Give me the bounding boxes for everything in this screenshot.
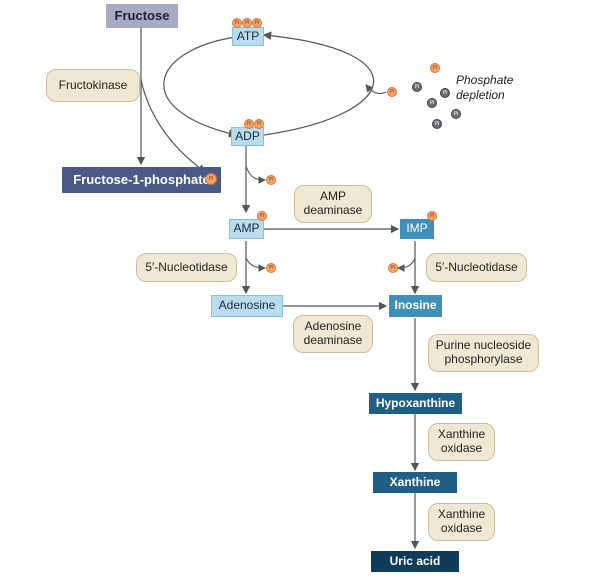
- enzyme-fructokinase: Fructokinase: [46, 69, 140, 102]
- node-fructose-1-phosphate: Fructose-1-phosphate: [62, 167, 221, 193]
- node-uric-acid: Uric acid: [371, 551, 459, 572]
- node-adp: ADP: [231, 127, 264, 146]
- enzyme-xanthine-oxidase-1: Xanthine oxidase: [428, 423, 495, 461]
- phosphate-depleted-icon: Pi: [412, 82, 422, 92]
- phosphate-icon: Pi: [244, 119, 254, 129]
- phosphate-icon: Pi: [205, 173, 217, 185]
- phosphate-icon: Pi: [266, 263, 276, 273]
- phosphate-icon: Pi: [254, 119, 264, 129]
- node-imp: IMP: [400, 219, 434, 239]
- phosphate-icon: Pi: [266, 175, 276, 185]
- enzyme-adenosine-deaminase: Adenosine deaminase: [293, 315, 373, 353]
- phosphate-icon: Pi: [257, 211, 267, 221]
- phosphate-depleted-icon: Pi: [427, 98, 437, 108]
- enzyme-amp-deaminase: AMP deaminase: [294, 185, 372, 223]
- phosphate-icon: Pi: [232, 18, 242, 28]
- enzyme-5-nucleotidase-right: 5′-Nucleotidase: [426, 253, 527, 282]
- phosphate-depleted-icon: Pi: [440, 88, 450, 98]
- node-amp: AMP: [229, 219, 264, 239]
- arrow-amp-pi-release: [245, 257, 267, 272]
- cycle-arc-right: [262, 31, 375, 136]
- node-xanthine: Xanthine: [373, 472, 457, 493]
- phosphate-depleted-icon: Pi: [432, 119, 442, 129]
- arrow-phosphate-to-f1p: [140, 79, 206, 173]
- phosphate-icon: Pi: [242, 18, 252, 28]
- phosphate-icon: Pi: [388, 263, 398, 273]
- node-atp: ATP: [232, 27, 264, 46]
- arrow-adp-pi-release: [245, 165, 267, 184]
- arrow-imp-pi-release: [396, 257, 416, 272]
- enzyme-xanthine-oxidase-2: Xanthine oxidase: [428, 503, 495, 541]
- cycle-arc-left: [163, 36, 238, 138]
- phosphate-depletion-label: Phosphate depletion: [456, 73, 514, 102]
- node-inosine: Inosine: [389, 295, 442, 317]
- phosphate-depleted-icon: Pi: [451, 109, 461, 119]
- phosphate-icon: Pi: [430, 63, 440, 73]
- phosphate-icon: Pi: [252, 18, 262, 28]
- node-fructose: Fructose: [106, 4, 178, 28]
- node-hypoxanthine: Hypoxanthine: [369, 393, 462, 414]
- enzyme-5-nucleotidase-left: 5′-Nucleotidase: [136, 253, 237, 282]
- node-adenosine: Adenosine: [211, 295, 283, 317]
- phosphate-icon: Pi: [427, 211, 437, 221]
- phosphate-icon: Pi: [387, 87, 397, 97]
- enzyme-purine-nucleoside-phosphorylase: Purine nucleoside phosphorylase: [428, 334, 539, 372]
- arrow-pi-to-cycle: [365, 84, 387, 95]
